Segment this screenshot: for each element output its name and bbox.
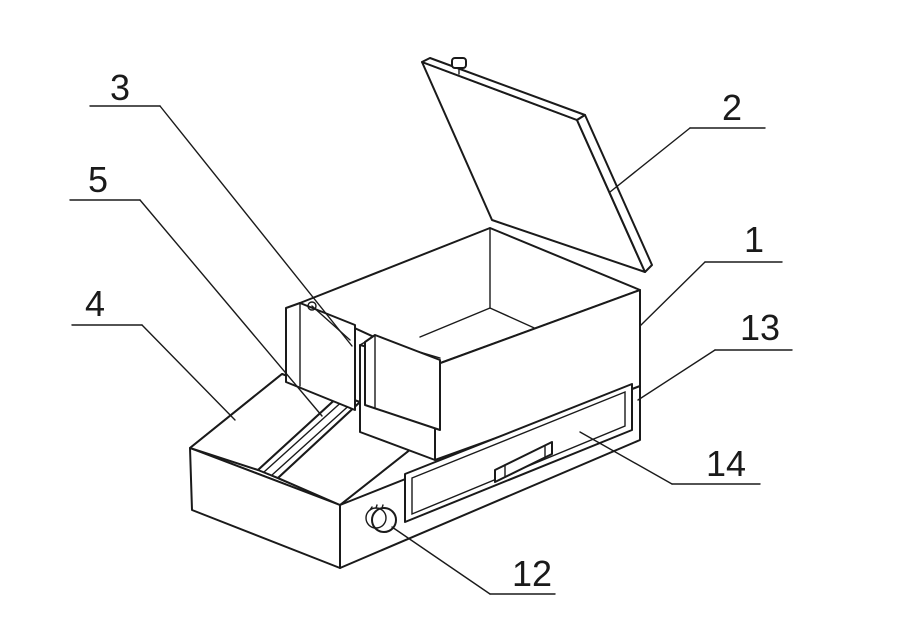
latch-icon xyxy=(451,57,467,69)
upright-panel xyxy=(285,301,356,411)
label-3: 3 xyxy=(110,67,130,108)
label-14: 14 xyxy=(706,443,746,484)
front-divider xyxy=(364,334,441,431)
drawer xyxy=(404,383,633,523)
reference-labels: 3 5 4 2 1 13 14 12 xyxy=(85,67,780,594)
leader-lines xyxy=(69,105,793,595)
lid xyxy=(421,57,653,273)
label-1: 1 xyxy=(744,219,764,260)
label-2: 2 xyxy=(722,87,742,128)
control-dial xyxy=(365,504,397,533)
label-13: 13 xyxy=(740,307,780,348)
label-4: 4 xyxy=(85,283,105,324)
label-5: 5 xyxy=(88,159,108,200)
dial-icon xyxy=(371,507,397,533)
drawer-handle xyxy=(494,441,553,483)
label-12: 12 xyxy=(512,553,552,594)
